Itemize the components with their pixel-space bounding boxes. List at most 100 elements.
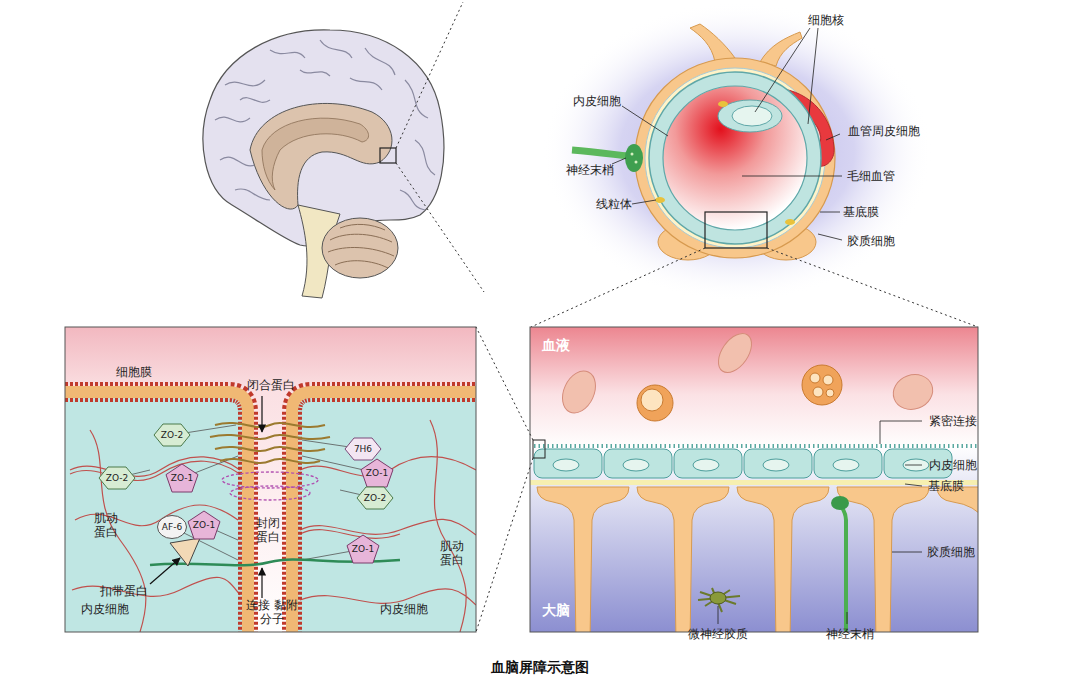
protein-pentagon <box>166 464 198 492</box>
capillary-section <box>531 2 978 327</box>
endothelial-cell <box>674 449 742 478</box>
part-label: 内皮细胞 <box>573 94 621 108</box>
granule <box>823 375 833 385</box>
halo <box>542 2 932 302</box>
part-label: 连接 黏附分子 <box>245 598 299 627</box>
white-blood-cell <box>637 385 673 421</box>
lipid-heads <box>292 392 476 632</box>
part-label: 神经末梢 <box>826 627 874 641</box>
protein-name: ZO-2 <box>161 431 183 440</box>
protein-node: ZO-2 <box>154 424 190 446</box>
cell-nucleus <box>623 459 649 471</box>
endothelial-cell <box>744 449 812 478</box>
protein-circle <box>158 516 187 539</box>
part-label: 毛细血管 <box>847 169 895 183</box>
leader-arrow <box>150 558 180 584</box>
granule <box>826 389 834 397</box>
occludin-loop <box>230 486 310 500</box>
glial-cell <box>637 487 729 632</box>
part-label: 扣带蛋白 <box>100 584 148 598</box>
nerve-fiber <box>572 150 628 156</box>
part-label: 肌动 蛋白 <box>92 511 120 540</box>
part-label: 微神经胶质 <box>688 627 748 641</box>
panel-border <box>530 327 978 632</box>
part-label: 基底膜 <box>843 205 879 219</box>
cell-nucleus <box>693 459 719 471</box>
protein-node: ZO-1 <box>166 464 198 492</box>
corpus-callosum <box>250 103 392 209</box>
protein-name: 7H6 <box>354 445 372 454</box>
actin-filament <box>70 430 240 632</box>
protein-node: 7H6 <box>345 438 381 460</box>
zoom-line <box>531 248 705 327</box>
red-blood-cell <box>712 328 759 379</box>
protein-name: ZO-1 <box>171 474 193 483</box>
protein-pentagon <box>188 511 220 539</box>
red-blood-cell <box>556 366 602 419</box>
protein-node: ZO-1 <box>347 535 379 563</box>
claudin-strands <box>210 423 330 463</box>
protein-node: ZO-1 <box>361 459 393 487</box>
zoom-box <box>380 148 396 163</box>
brain-view <box>203 2 484 298</box>
part-label: 封闭 蛋白 <box>254 516 282 545</box>
part-label: 大脑 <box>542 602 570 619</box>
glial-cell <box>837 487 929 632</box>
glial-process <box>760 32 802 66</box>
glial-cell <box>737 487 829 632</box>
leader-arrow <box>261 568 262 598</box>
cerebellum <box>322 218 398 278</box>
part-label: 基底膜 <box>928 479 964 493</box>
protein-hexagon <box>345 438 381 460</box>
mitochondrion <box>785 219 795 225</box>
red-blood-cell <box>888 369 937 415</box>
mitochondrion <box>655 197 665 203</box>
zoom-line <box>476 327 533 440</box>
protein-name: AF-6 <box>162 523 182 532</box>
zoom-line <box>396 2 463 148</box>
protein-node: ZO-2 <box>99 467 135 489</box>
zoom-line <box>476 458 533 632</box>
capillary-lumen <box>663 86 807 230</box>
tight-junction-marks <box>534 444 978 448</box>
basement-membrane <box>530 480 978 485</box>
leader-arrow <box>261 396 262 432</box>
actin-filament <box>300 420 476 632</box>
white-blood-cell <box>802 365 842 405</box>
part-label: 血管周皮细胞 <box>848 124 920 138</box>
part-label: 内皮细胞 <box>929 458 977 472</box>
lipid-heads <box>65 392 248 632</box>
glial-process <box>690 24 735 62</box>
cell-nucleus <box>833 459 859 471</box>
protein-name: ZO-2 <box>106 474 128 483</box>
lipid-tails <box>292 392 476 632</box>
protein-pentagon <box>361 459 393 487</box>
protein-pentagon <box>347 535 379 563</box>
endothelial-bulge <box>718 100 782 132</box>
barrier-panel <box>530 327 978 632</box>
vesicle <box>631 153 634 156</box>
part-label: 内皮细胞 <box>81 602 129 616</box>
part-label: 细胞膜 <box>116 365 152 379</box>
protein-hexagon <box>99 467 135 489</box>
part-label: 闭合蛋白 <box>247 378 295 392</box>
protein-name: ZO-2 <box>364 494 386 503</box>
part-label: 血液 <box>542 337 570 354</box>
junction-panel <box>65 327 476 632</box>
part-label: 线粒体 <box>596 197 632 211</box>
endothelial-cell <box>604 449 672 478</box>
protein-name: ZO-1 <box>352 545 374 554</box>
endothelial-ring <box>649 72 821 244</box>
part-label: 细胞核 <box>808 13 844 27</box>
vesicle <box>635 161 638 164</box>
gyri-lines <box>215 40 435 210</box>
protein-name: ZO-1 <box>193 521 215 530</box>
zoom-line <box>396 163 484 292</box>
protein-name: ZO-1 <box>366 469 388 478</box>
mitochondrion <box>718 101 728 107</box>
nerve-terminal <box>625 144 643 172</box>
glial-cell <box>537 487 629 632</box>
cell-nucleus <box>641 389 663 411</box>
